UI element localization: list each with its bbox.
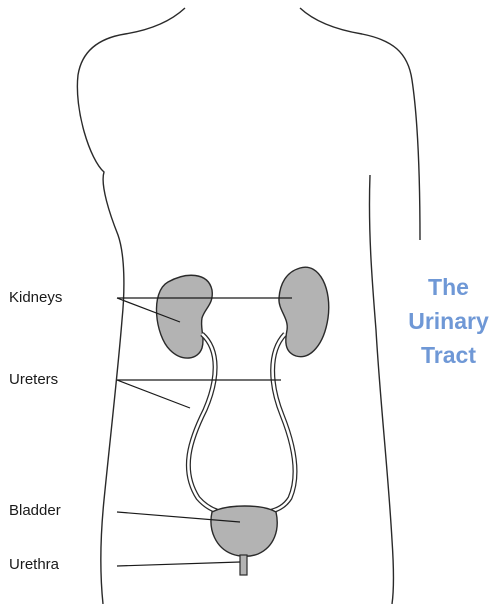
right-kidney bbox=[279, 267, 329, 356]
ureters-leader-diagonal bbox=[117, 380, 190, 408]
title-line-1: The bbox=[400, 270, 497, 304]
body-outline-right bbox=[300, 8, 420, 240]
bladder-label: Bladder bbox=[9, 502, 61, 520]
ureters-label: Ureters bbox=[9, 371, 58, 389]
urethra-label: Urethra bbox=[9, 556, 59, 574]
urethra-leader bbox=[117, 562, 240, 566]
kidneys-label: Kidneys bbox=[9, 289, 62, 307]
right-ureter-inner bbox=[268, 334, 295, 512]
body-outline-right-lower bbox=[369, 175, 393, 604]
urethra bbox=[240, 555, 247, 575]
title-line-3: Tract bbox=[400, 338, 497, 372]
bladder bbox=[211, 506, 277, 556]
title-line-2: Urinary bbox=[400, 304, 497, 338]
diagram-title: The Urinary Tract bbox=[400, 270, 497, 372]
